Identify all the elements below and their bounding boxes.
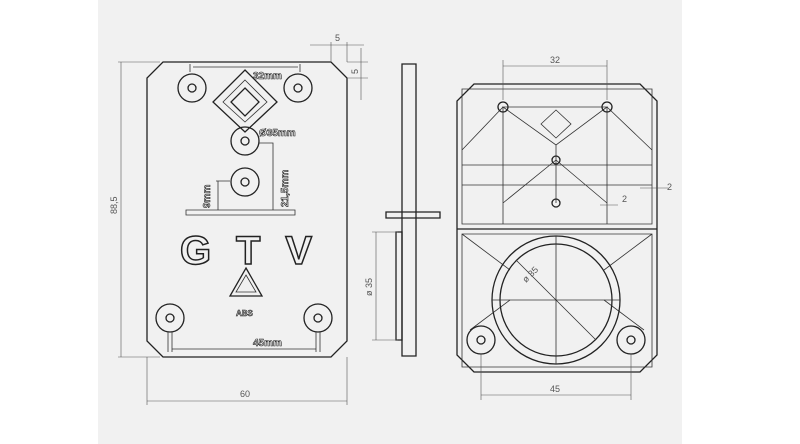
- gtv-logo: GTV: [180, 229, 312, 273]
- label-diameter: Ø35mm: [259, 128, 296, 139]
- label-material: ABS: [236, 309, 254, 318]
- mount-hole: [303, 303, 333, 333]
- diamond-emboss: [212, 69, 278, 133]
- label-hole-spacing-top: 32mm: [253, 71, 282, 82]
- dim-chamfer-y: 5: [350, 69, 360, 74]
- plate-outline: [146, 61, 348, 358]
- dim-chamfer-x: 5: [335, 33, 340, 43]
- label-offset-small: 9mm: [202, 185, 213, 208]
- dim-rib-2: 2: [667, 182, 672, 192]
- label-offset-large: 21,5mm: [280, 170, 291, 207]
- dim-bottom-spacing: 45: [550, 384, 560, 394]
- front-view: 32mm Ø35mm 9mm 21,5mm GTV ABS 45mm 5 5 8…: [109, 33, 368, 405]
- mount-hole: [155, 303, 185, 333]
- dim-side-diameter: ø 35: [364, 278, 374, 296]
- center-hole: [230, 167, 260, 197]
- center-hole: [230, 126, 260, 156]
- back-view: ø 35 32 2 2 45: [456, 55, 672, 400]
- mount-hole: [177, 73, 207, 103]
- side-view: ø 35: [364, 63, 441, 357]
- mount-hole: [283, 73, 313, 103]
- label-hole-spacing-bottom: 45mm: [253, 338, 282, 349]
- dim-top-spacing: 32: [550, 55, 560, 65]
- dim-rib-1: 2: [622, 194, 627, 204]
- dim-height: 88,5: [109, 196, 119, 214]
- recycle-icon: [228, 266, 264, 297]
- dim-width: 60: [240, 389, 250, 399]
